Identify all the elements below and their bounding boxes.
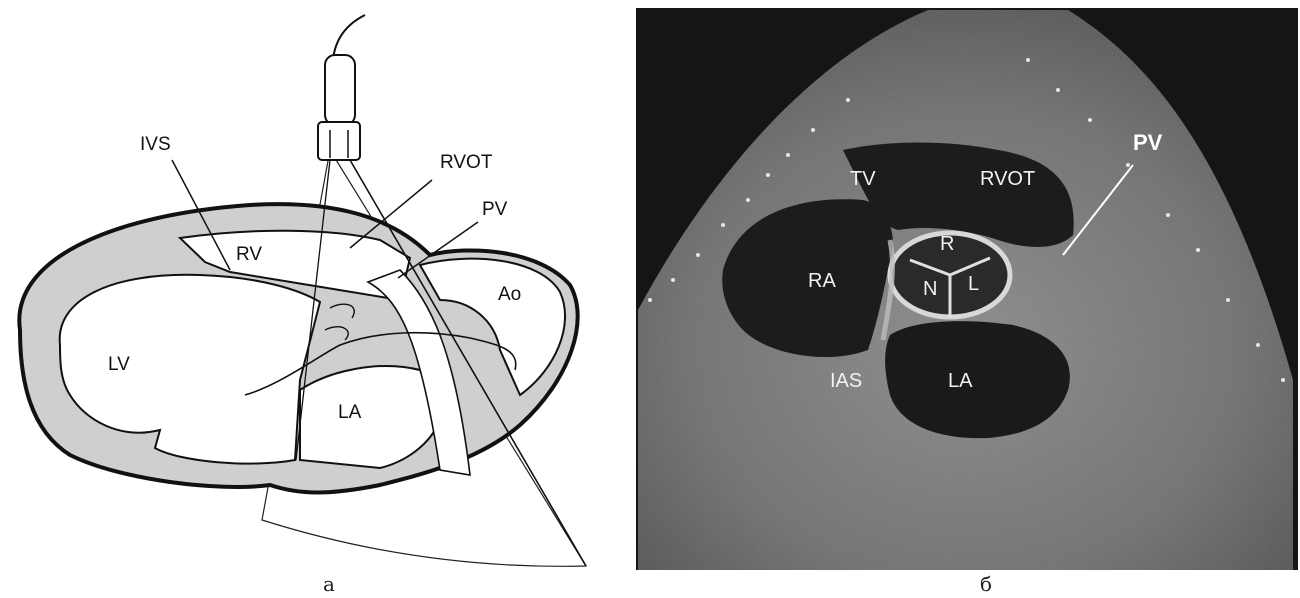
label-pv: PV xyxy=(482,199,508,220)
label-ra: RA xyxy=(808,270,836,292)
echo-panel: TV RVOT PV R N L RA IAS LA б xyxy=(628,0,1300,598)
schematic-panel: IVS RVOT PV RV Ao LV LA a xyxy=(0,0,620,598)
label-ivs: IVS xyxy=(140,134,171,155)
label-rvot: RVOT xyxy=(440,152,493,173)
label-cusp-r: R xyxy=(940,233,954,255)
caption-a: a xyxy=(323,572,335,596)
caption-b: б xyxy=(980,572,992,596)
label-pv-echo: PV xyxy=(1133,130,1163,155)
label-la-echo: LA xyxy=(948,370,973,392)
heart-schematic: IVS RVOT PV RV Ao LV LA xyxy=(0,0,620,598)
label-cusp-n: N xyxy=(923,278,937,300)
label-ias: IAS xyxy=(830,370,862,392)
label-cusp-l: L xyxy=(968,273,979,295)
label-rv: RV xyxy=(236,244,262,265)
label-lv: LV xyxy=(108,354,130,375)
chamber-la xyxy=(885,321,1070,438)
label-la: LA xyxy=(338,402,362,423)
label-tv: TV xyxy=(850,168,876,190)
label-rvot-echo: RVOT xyxy=(980,168,1035,190)
echocardiogram-image: TV RVOT PV R N L RA IAS LA xyxy=(628,0,1300,598)
transducer-probe xyxy=(318,55,360,160)
probe-cable xyxy=(333,15,365,60)
label-ao: Ao xyxy=(498,284,521,305)
